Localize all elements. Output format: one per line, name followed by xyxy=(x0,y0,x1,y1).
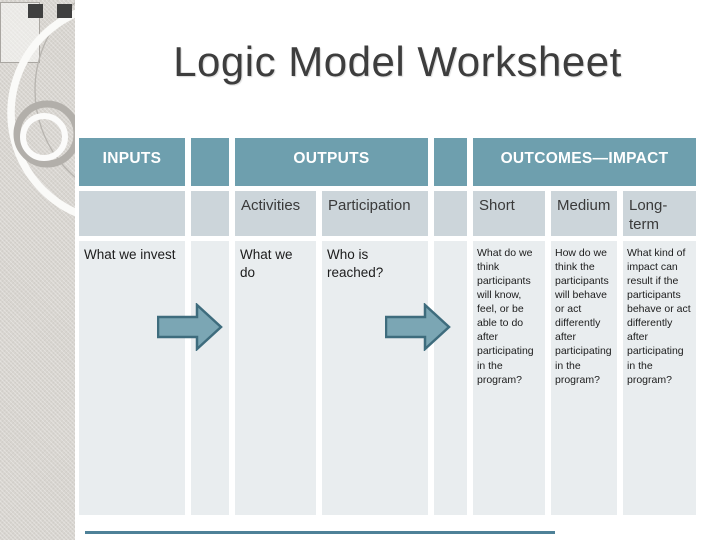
subheader-cell-short: Short xyxy=(473,191,545,236)
thin-circle-decoration xyxy=(34,1,75,179)
body-cell-activities: What we do xyxy=(235,241,316,515)
left-decoration-band xyxy=(0,0,75,540)
subheader-cell-medium: Medium xyxy=(551,191,617,236)
right-arrow-shape xyxy=(157,303,223,351)
subheader-cell-blank xyxy=(79,191,185,236)
white-ring-decoration xyxy=(20,113,68,161)
body-cell-long-term-outcomes: What kind of impact can result if the pa… xyxy=(623,241,696,515)
logic-model-table: INPUTS OUTPUTS OUTCOMES—IMPACT Activitie… xyxy=(79,138,696,515)
body-spacer-cell xyxy=(434,241,467,515)
gray-ring-decoration xyxy=(13,100,75,168)
body-cell-medium-outcomes: How do we think the participants will be… xyxy=(551,241,617,515)
body-cell-short-outcomes: What do we think participants will know,… xyxy=(473,241,545,515)
bottom-accent-line xyxy=(85,531,555,534)
body-cell-inputs: What we invest xyxy=(79,241,185,515)
right-arrow-icon xyxy=(157,303,223,351)
subheader-spacer-cell xyxy=(434,191,467,236)
white-circle-decoration xyxy=(7,9,75,217)
header-cell-outcomes-impact: OUTCOMES—IMPACT xyxy=(473,138,696,186)
subheader-cell-participation: Participation xyxy=(322,191,428,236)
body-spacer-cell xyxy=(191,241,229,515)
subheader-cell-long-term: Long-term xyxy=(623,191,696,236)
slide-title: Logic Model Worksheet xyxy=(173,38,622,85)
header-spacer-cell xyxy=(434,138,467,186)
theme-dash-decoration xyxy=(28,4,43,18)
subheader-cell-activities: Activities xyxy=(235,191,316,236)
header-cell-inputs: INPUTS xyxy=(79,138,185,186)
subheader-spacer-cell xyxy=(191,191,229,236)
right-arrow-icon xyxy=(385,303,451,351)
theme-circles-graphic xyxy=(0,1,75,217)
header-spacer-cell xyxy=(191,138,229,186)
body-cell-participation: Who is reached? xyxy=(322,241,428,515)
theme-dash-decoration xyxy=(57,4,72,18)
header-cell-outputs: OUTPUTS xyxy=(235,138,428,186)
right-arrow-shape xyxy=(385,303,451,351)
